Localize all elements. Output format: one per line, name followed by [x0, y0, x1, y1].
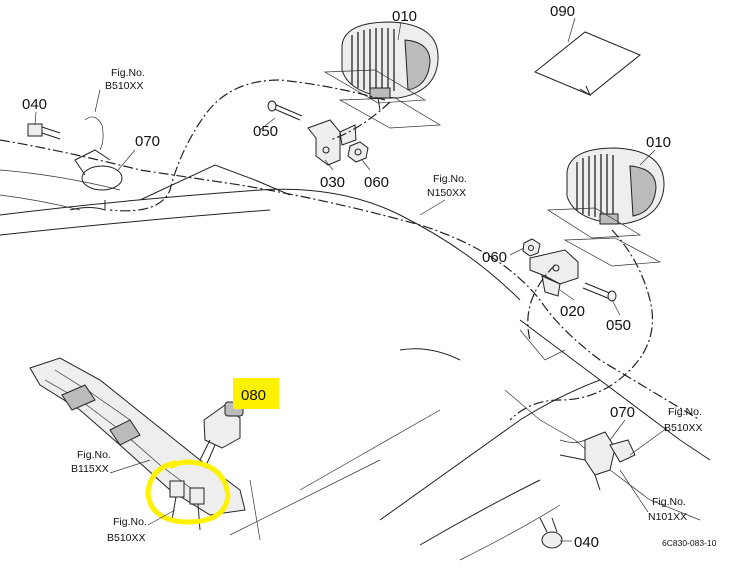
harness-clip-070-left: [69, 116, 123, 211]
highlight-circle: [145, 459, 231, 525]
part-label-060-right: 060: [482, 249, 507, 266]
part-label-050-top: 050: [253, 123, 278, 140]
switch-080: [199, 401, 244, 469]
fig-ref-n150-label: Fig.No.: [433, 173, 467, 185]
part-label-090: 090: [550, 3, 575, 20]
highlight-080: [233, 378, 279, 409]
part-label-030: 030: [320, 174, 345, 191]
fig-ref-n150-code: N150XX: [427, 187, 466, 199]
document-code: 6C830-083-10: [662, 538, 717, 548]
fig-ref-b510-top-label: Fig.No.: [111, 67, 145, 79]
bracket-030: [307, 119, 357, 166]
bolt-050-right: [582, 282, 617, 302]
frame-b115: [29, 357, 246, 516]
machine-body-outline: [0, 139, 711, 561]
fig-ref-b115-label: Fig.No.: [77, 449, 111, 461]
bolt-040-bottom: [539, 517, 563, 549]
part-label-060-top: 060: [364, 174, 389, 191]
part-label-020: 020: [560, 303, 585, 320]
part-label-010-top: 010: [392, 8, 417, 25]
bracket-020: [529, 249, 579, 297]
nut-060-right: [522, 238, 541, 257]
wire-harness: [109, 79, 654, 421]
lamp-mount-plate-top: [323, 69, 442, 129]
harness-clip-070-right: [559, 431, 636, 491]
fig-ref-b510-top-code: B510XX: [105, 80, 144, 92]
part-label-010-right: 010: [646, 134, 671, 151]
bolt-040-left: [27, 123, 61, 140]
decal-090: [534, 17, 641, 97]
fig-ref-b510-right-label: Fig.No.: [668, 406, 702, 418]
nut-060-top: [347, 141, 369, 163]
fig-ref-n101-label: Fig.No.: [652, 496, 686, 508]
fig-ref-b510-right-code: B510XX: [664, 422, 703, 434]
bolt-050-top: [267, 100, 303, 121]
part-label-050-right: 050: [606, 317, 631, 334]
lamp-mount-plate-right: [546, 207, 662, 267]
part-label-040-left: 040: [22, 96, 47, 113]
work-lamp-top: [341, 21, 439, 111]
part-label-080: 080: [241, 387, 266, 404]
fig-ref-n101-code: N101XX: [648, 511, 687, 523]
part-label-040-bottom: 040: [574, 534, 599, 551]
connector-pair: [169, 480, 205, 531]
part-label-070-left: 070: [135, 133, 160, 150]
part-label-070-right: 070: [610, 404, 635, 421]
fig-ref-b510-bottom-label: Fig.No.: [113, 516, 147, 528]
fig-ref-b510-bottom-code: B510XX: [107, 532, 146, 544]
fig-ref-b115-code: B115XX: [71, 463, 109, 475]
leader-lines: [34, 21, 668, 542]
work-lamp-right: [566, 147, 665, 225]
